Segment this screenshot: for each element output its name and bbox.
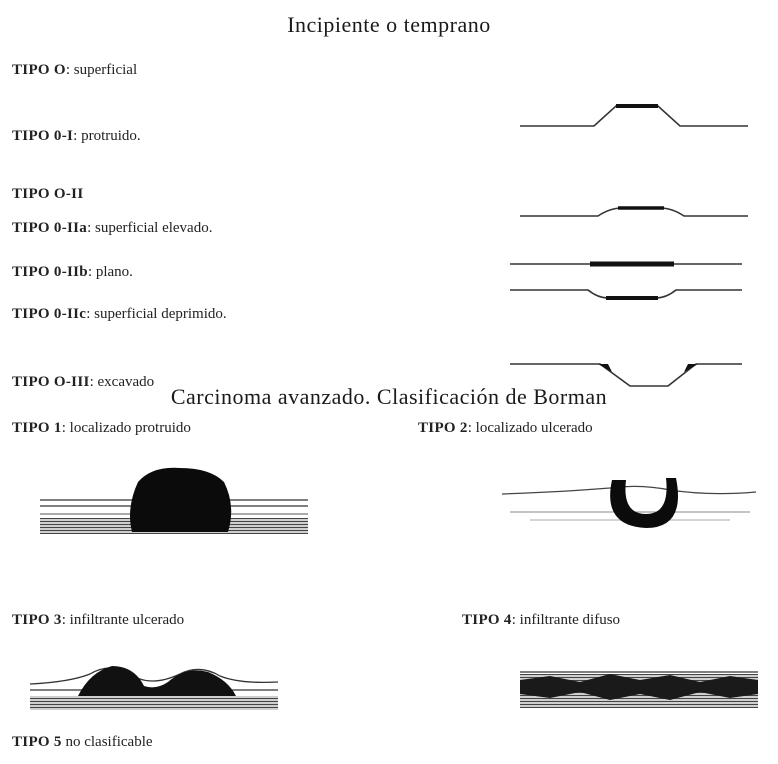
type-0-i-label: TIPO 0-I: protruido.	[12, 128, 141, 145]
type-desc: : infiltrante difuso	[512, 612, 620, 628]
type-desc: : localizado ulcerado	[468, 420, 593, 436]
protruded-lesion-diagram	[518, 100, 750, 140]
borrmann-type-4-label: TIPO 4: infiltrante difuso	[462, 612, 620, 629]
type-desc: : superficial	[66, 62, 137, 78]
type-code: TIPO 0-I	[12, 128, 73, 144]
type-desc: : superficial deprimido.	[86, 306, 226, 322]
type-code: TIPO 0-IIb	[12, 264, 88, 280]
type-code: TIPO O-II	[12, 186, 83, 202]
type-code: TIPO 1	[12, 420, 62, 436]
advanced-section-heading: Carcinoma avanzado. Clasificación de Bor…	[0, 384, 778, 410]
borrmann-type-2-label: TIPO 2: localizado ulcerado	[418, 420, 593, 437]
type-desc: no clasificable	[62, 734, 153, 750]
polypoid-tumor-diagram	[40, 460, 310, 540]
borrmann-type-1-label: TIPO 1: localizado protruido	[12, 420, 191, 437]
type-code: TIPO 0-IIa	[12, 220, 87, 236]
diffuse-infiltrative-tumor-diagram	[520, 664, 760, 714]
type-desc: : plano.	[88, 264, 133, 280]
type-desc: : protruido.	[73, 128, 141, 144]
type-desc: : localizado protruido	[62, 420, 191, 436]
borrmann-type-3-label: TIPO 3: infiltrante ulcerado	[12, 612, 184, 629]
type-code: TIPO 4	[462, 612, 512, 628]
flat-lesion-diagram	[508, 254, 744, 274]
ulcerated-localized-tumor-diagram	[500, 456, 760, 540]
type-code: TIPO 2	[418, 420, 468, 436]
borrmann-type-5-label: TIPO 5 no clasificable	[12, 734, 153, 751]
superficial-elevated-lesion-diagram	[518, 198, 750, 228]
superficial-depressed-lesion-diagram	[508, 282, 744, 308]
type-0-iia-label: TIPO 0-IIa: superficial elevado.	[12, 220, 212, 237]
type-code: TIPO 3	[12, 612, 62, 628]
type-0-iib-label: TIPO 0-IIb: plano.	[12, 264, 133, 281]
ulcerated-infiltrative-tumor-diagram	[30, 652, 280, 716]
type-code: TIPO O	[12, 62, 66, 78]
type-0-label: TIPO O: superficial	[12, 62, 137, 79]
early-section-heading: Incipiente o temprano	[0, 12, 778, 38]
type-code: TIPO 5	[12, 734, 62, 750]
type-desc: : superficial elevado.	[87, 220, 212, 236]
type-0-iic-label: TIPO 0-IIc: superficial deprimido.	[12, 306, 227, 323]
type-0-ii-label: TIPO O-II	[12, 186, 83, 203]
type-desc: : infiltrante ulcerado	[62, 612, 184, 628]
type-code: TIPO 0-IIc	[12, 306, 86, 322]
